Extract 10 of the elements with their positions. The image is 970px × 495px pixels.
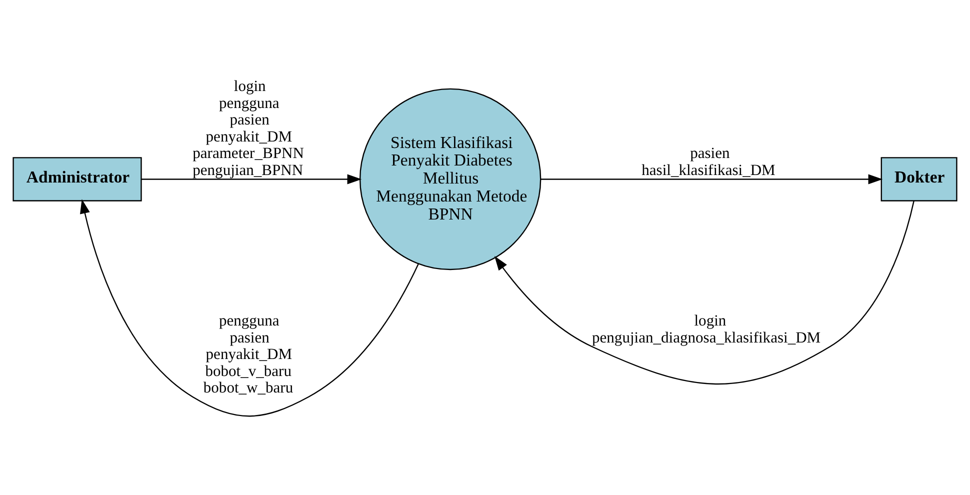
edge-label: login pengguna pasien penyakit_DM parameter_BPNN pengujian_BPNN bbox=[192, 78, 304, 179]
node-box: Administrator bbox=[12, 157, 142, 202]
edge-label: login pengujian_diagnosa_klasifikasi_DM bbox=[592, 312, 821, 346]
arrow bbox=[80, 199, 419, 417]
node-box: Dokter bbox=[880, 157, 958, 202]
arrow bbox=[494, 200, 914, 384]
edge-label: pasien hasil_klasifikasi_DM bbox=[642, 145, 776, 179]
arrow bbox=[141, 174, 362, 184]
edge-label: pengguna pasien penyakit_DM bobot_v_baru bobot_w_baru bbox=[203, 312, 294, 397]
arrow bbox=[540, 174, 883, 184]
